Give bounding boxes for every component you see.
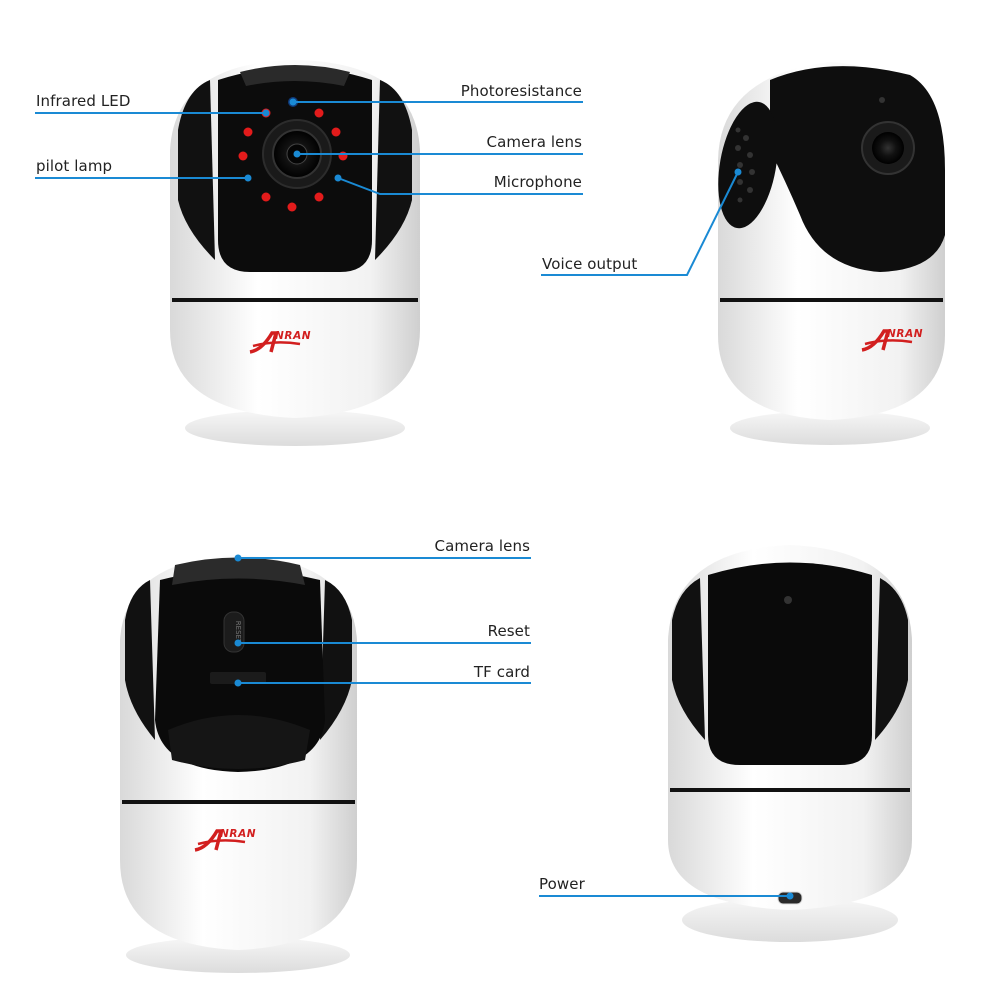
label-microphone: Microphone [493,173,582,191]
label-tf-card: TF card [473,663,530,681]
label-reset: Reset [487,622,530,640]
label-photoresistance: Photoresistance [460,82,582,100]
label-voice-output: Voice output [542,255,638,273]
label-camera-lens-front: Camera lens [486,133,582,151]
label-power: Power [539,875,585,893]
svg-text:NRAN: NRAN [220,828,256,840]
front-camera: NRAN [170,60,420,446]
brand-logo: NRAN [275,330,311,342]
side-camera: NRAN [718,62,945,445]
back-camera [668,545,912,942]
label-camera-lens-top: Camera lens [434,537,530,555]
svg-text:NRAN: NRAN [887,328,923,340]
reset-embossed-text: RESET [234,621,242,644]
label-pilot-lamp: pilot lamp [36,157,113,175]
tilted-camera: RESET NRAN [120,555,357,973]
label-infrared-led: Infrared LED [36,92,131,110]
